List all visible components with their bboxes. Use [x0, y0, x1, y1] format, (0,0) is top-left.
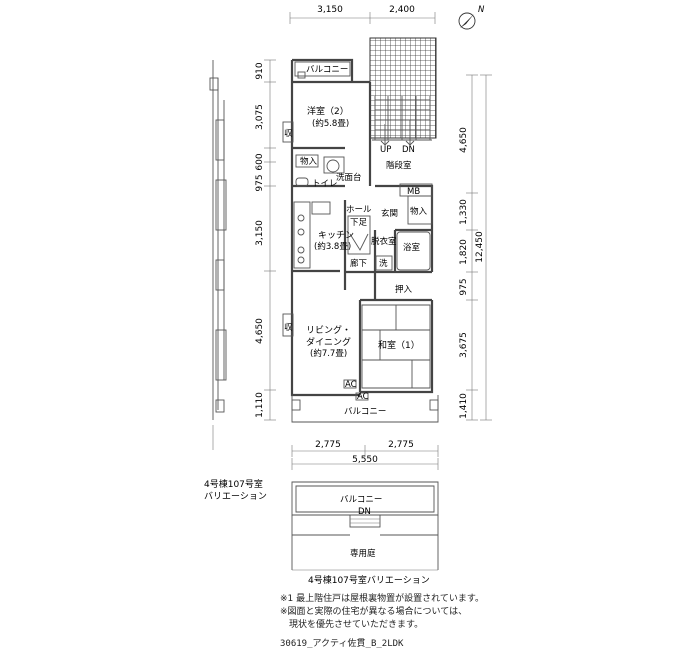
western-room-area: (約5.8畳) [312, 118, 349, 129]
dressing-label: 脱衣室 [371, 236, 397, 247]
balcony-top-label: バルコニー [306, 65, 348, 75]
dim-right-total: 12,450 [475, 231, 485, 263]
dim-left-6: 4,650 [255, 318, 265, 344]
compass-label: N [478, 5, 485, 15]
dim-top-2: 2,400 [389, 5, 415, 15]
mb-label: MB [407, 187, 420, 197]
variation-label-2: バリエーション [204, 491, 267, 502]
storage-label: 物入 [410, 206, 428, 217]
stair-up-label: UP [380, 145, 391, 155]
dim-right-4: 975 [459, 278, 469, 295]
variation-garden-label: 専用庭 [350, 548, 376, 559]
corridor-label: 廊下 [350, 258, 368, 269]
top-balcony: バルコニー [294, 61, 351, 79]
ac2-label: AC [357, 392, 369, 402]
dim-top-1: 3,150 [317, 5, 343, 15]
stair-hall-label: 階段室 [386, 160, 412, 171]
dim-right-3: 1,820 [459, 239, 469, 265]
living-label-2: ダイニング [306, 336, 351, 348]
dim-bottom-1: 2,775 [315, 440, 341, 450]
washbasin-label: 洗面台 [336, 172, 362, 183]
entrance-label: 玄関 [381, 208, 398, 219]
side-elevation [209, 60, 227, 450]
western-room-label: 洋室（2） [307, 105, 349, 117]
hall-label: ホール [346, 205, 372, 215]
western-room: 洋室（2） (約5.8畳) 収 [282, 105, 349, 143]
dim-left-4: 975 [255, 174, 265, 191]
variation-caption: 4号棟107号室バリエーション [308, 574, 430, 586]
dim-left-3: 600 [255, 153, 265, 170]
japanese-room: 和室（1） [361, 304, 431, 389]
living-dining: リビング・ ダイニング (約7.7畳) 収 AC [282, 313, 357, 390]
shoebox-label: 下足 [350, 218, 368, 228]
right-dimension: 4,650 1,330 1,820 975 3,675 1,410 12,450 [459, 74, 492, 421]
toilet-label: トイレ [312, 179, 338, 189]
dim-bottom-total: 5,550 [352, 455, 378, 465]
note-1: ※1 最上階住戸は屋根裏物置が設置されています。 [280, 594, 484, 604]
plan-code: 30619_アクティ佐貫_B_2LDK [280, 639, 404, 649]
variation-label-1: 4号棟107号室 [204, 478, 263, 490]
note-2: ※図面と実際の住宅が異なる場合については、 [280, 607, 468, 617]
dim-right-5: 3,675 [459, 332, 469, 358]
washer-label: 洗 [379, 258, 388, 269]
kitchen-area: (約3.8畳) [314, 241, 351, 252]
dim-bottom-2: 2,775 [388, 440, 414, 450]
balcony-bottom-label: バルコニー [344, 407, 386, 417]
dim-left-1: 910 [255, 62, 265, 79]
dim-left-2: 3,075 [255, 104, 265, 130]
kitchen-label: キッチン [318, 230, 354, 241]
living-area: (約7.7畳) [310, 348, 347, 359]
western-closet-label: 収 [284, 128, 293, 139]
ac1-label: AC [345, 380, 357, 390]
stair-dn-label: DN [402, 145, 415, 155]
living-closet-label: 収 [284, 322, 293, 333]
top-dimension: 3,150 2,400 [289, 5, 436, 24]
variation-dn-label: DN [358, 507, 371, 517]
living-label-1: リビング・ [306, 324, 351, 336]
wash-toilet: 物入 洗面台 トイレ [295, 154, 362, 189]
bathroom: 脱衣室 浴室 廊下 洗 押入 [350, 231, 431, 295]
dim-right-2: 1,330 [459, 199, 469, 225]
entrance-area: ホール 下足 玄関 物入 [346, 195, 433, 255]
bath-label: 浴室 [403, 242, 421, 253]
variation-balcony-label: バルコニー [340, 495, 382, 505]
kitchen: キッチン (約3.8畳) [293, 201, 354, 269]
note-3: 現状を優先させていただきます。 [280, 620, 424, 630]
north-compass-icon: N [458, 5, 485, 30]
stair-hatch [369, 37, 437, 139]
closet-small-label: 物入 [300, 156, 318, 167]
bottom-dimension: 2,775 2,775 5,550 [291, 440, 439, 470]
dim-left-7: 1,110 [255, 392, 265, 418]
japanese-room-label: 和室（1） [378, 339, 420, 351]
oshiire-label: 押入 [395, 284, 413, 295]
bottom-balcony: AC バルコニー [291, 392, 439, 423]
dim-right-6: 1,410 [459, 393, 469, 419]
dim-right-1: 4,650 [459, 127, 469, 153]
variation-plan: バルコニー DN 専用庭 [291, 481, 439, 571]
stairwell: UP DN 階段室 MB [372, 96, 433, 197]
dim-left-5: 3,150 [255, 220, 265, 246]
left-dimension: 910 3,075 600 975 3,150 4,650 1,110 [255, 59, 276, 421]
